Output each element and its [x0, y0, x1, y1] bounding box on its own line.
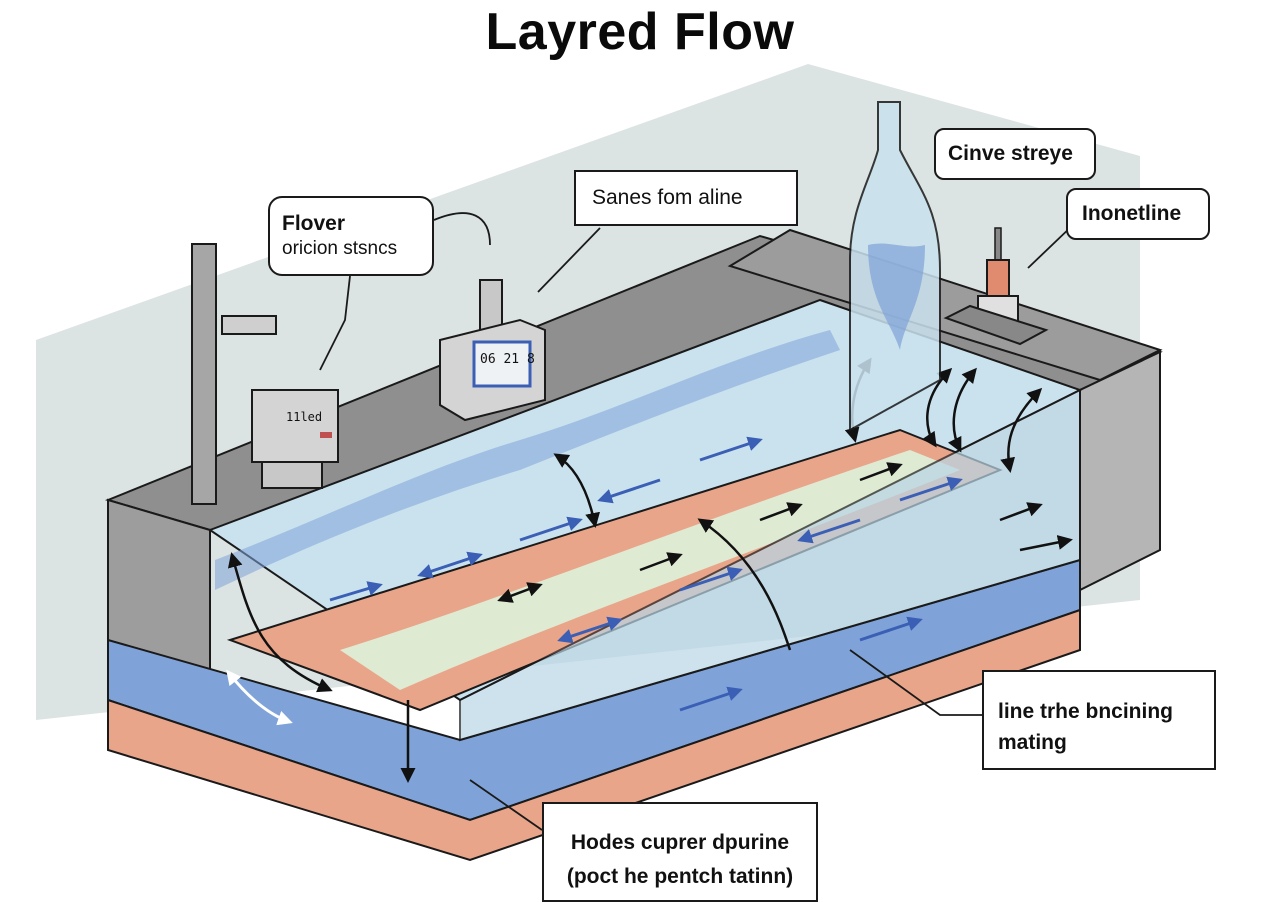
- left-meter-display: 11led: [286, 410, 323, 424]
- diagram-title: Layred Flow: [485, 3, 795, 61]
- bottle-liquid: [868, 243, 925, 350]
- left-meter-body: [251, 389, 339, 463]
- water-wave-band: [215, 330, 840, 590]
- callout-inonetline: Inonetline: [1066, 188, 1210, 240]
- callout-flover: Flover oricion stsncs: [268, 196, 434, 276]
- green-plume: [340, 450, 960, 690]
- callout-sanes: Sanes fom aline: [574, 170, 798, 226]
- left-meter-base: [261, 461, 323, 489]
- left-meter-button-red: [320, 432, 332, 438]
- callout-hodes: Hodes cuprer dpurine (poct he pentch tat…: [542, 802, 818, 902]
- vertical-pipe: [191, 243, 217, 505]
- flow-arrows-blue: [329, 436, 963, 712]
- concrete-back-ridge: [727, 228, 1163, 382]
- sensor-plate: [943, 304, 1049, 346]
- center-meter-probe: [479, 279, 503, 331]
- center-meter-display: 06 21 8: [480, 352, 535, 367]
- callout-hodes-line1: Hodes cuprer dpurine: [570, 831, 790, 854]
- center-meter-screen: [472, 340, 532, 388]
- callout-line-trhe-line2: mating: [998, 731, 1067, 754]
- callout-line-trhe-line1: line trhe bncining: [998, 700, 1174, 723]
- lower-sediment: [107, 608, 1081, 862]
- callout-hodes-line2: (poct he pentch tatinn): [566, 865, 794, 888]
- callout-flover-subtitle: oricion stsncs: [282, 238, 398, 259]
- front-water-face: [459, 388, 1081, 742]
- white-flow-arrow: [226, 669, 293, 726]
- callout-flover-title: Flover: [282, 212, 346, 235]
- flow-arrows-black: [227, 357, 1073, 783]
- sensor-orange-cap: [986, 259, 1010, 299]
- sensor-rod: [994, 227, 1002, 263]
- leader-lines: [319, 212, 1075, 831]
- callout-cinve: Cinve streye: [934, 128, 1096, 180]
- pipe-valve: [221, 315, 277, 335]
- callout-line-trhe: line trhe bncining mating: [982, 670, 1216, 770]
- right-concrete-face: [1079, 350, 1161, 592]
